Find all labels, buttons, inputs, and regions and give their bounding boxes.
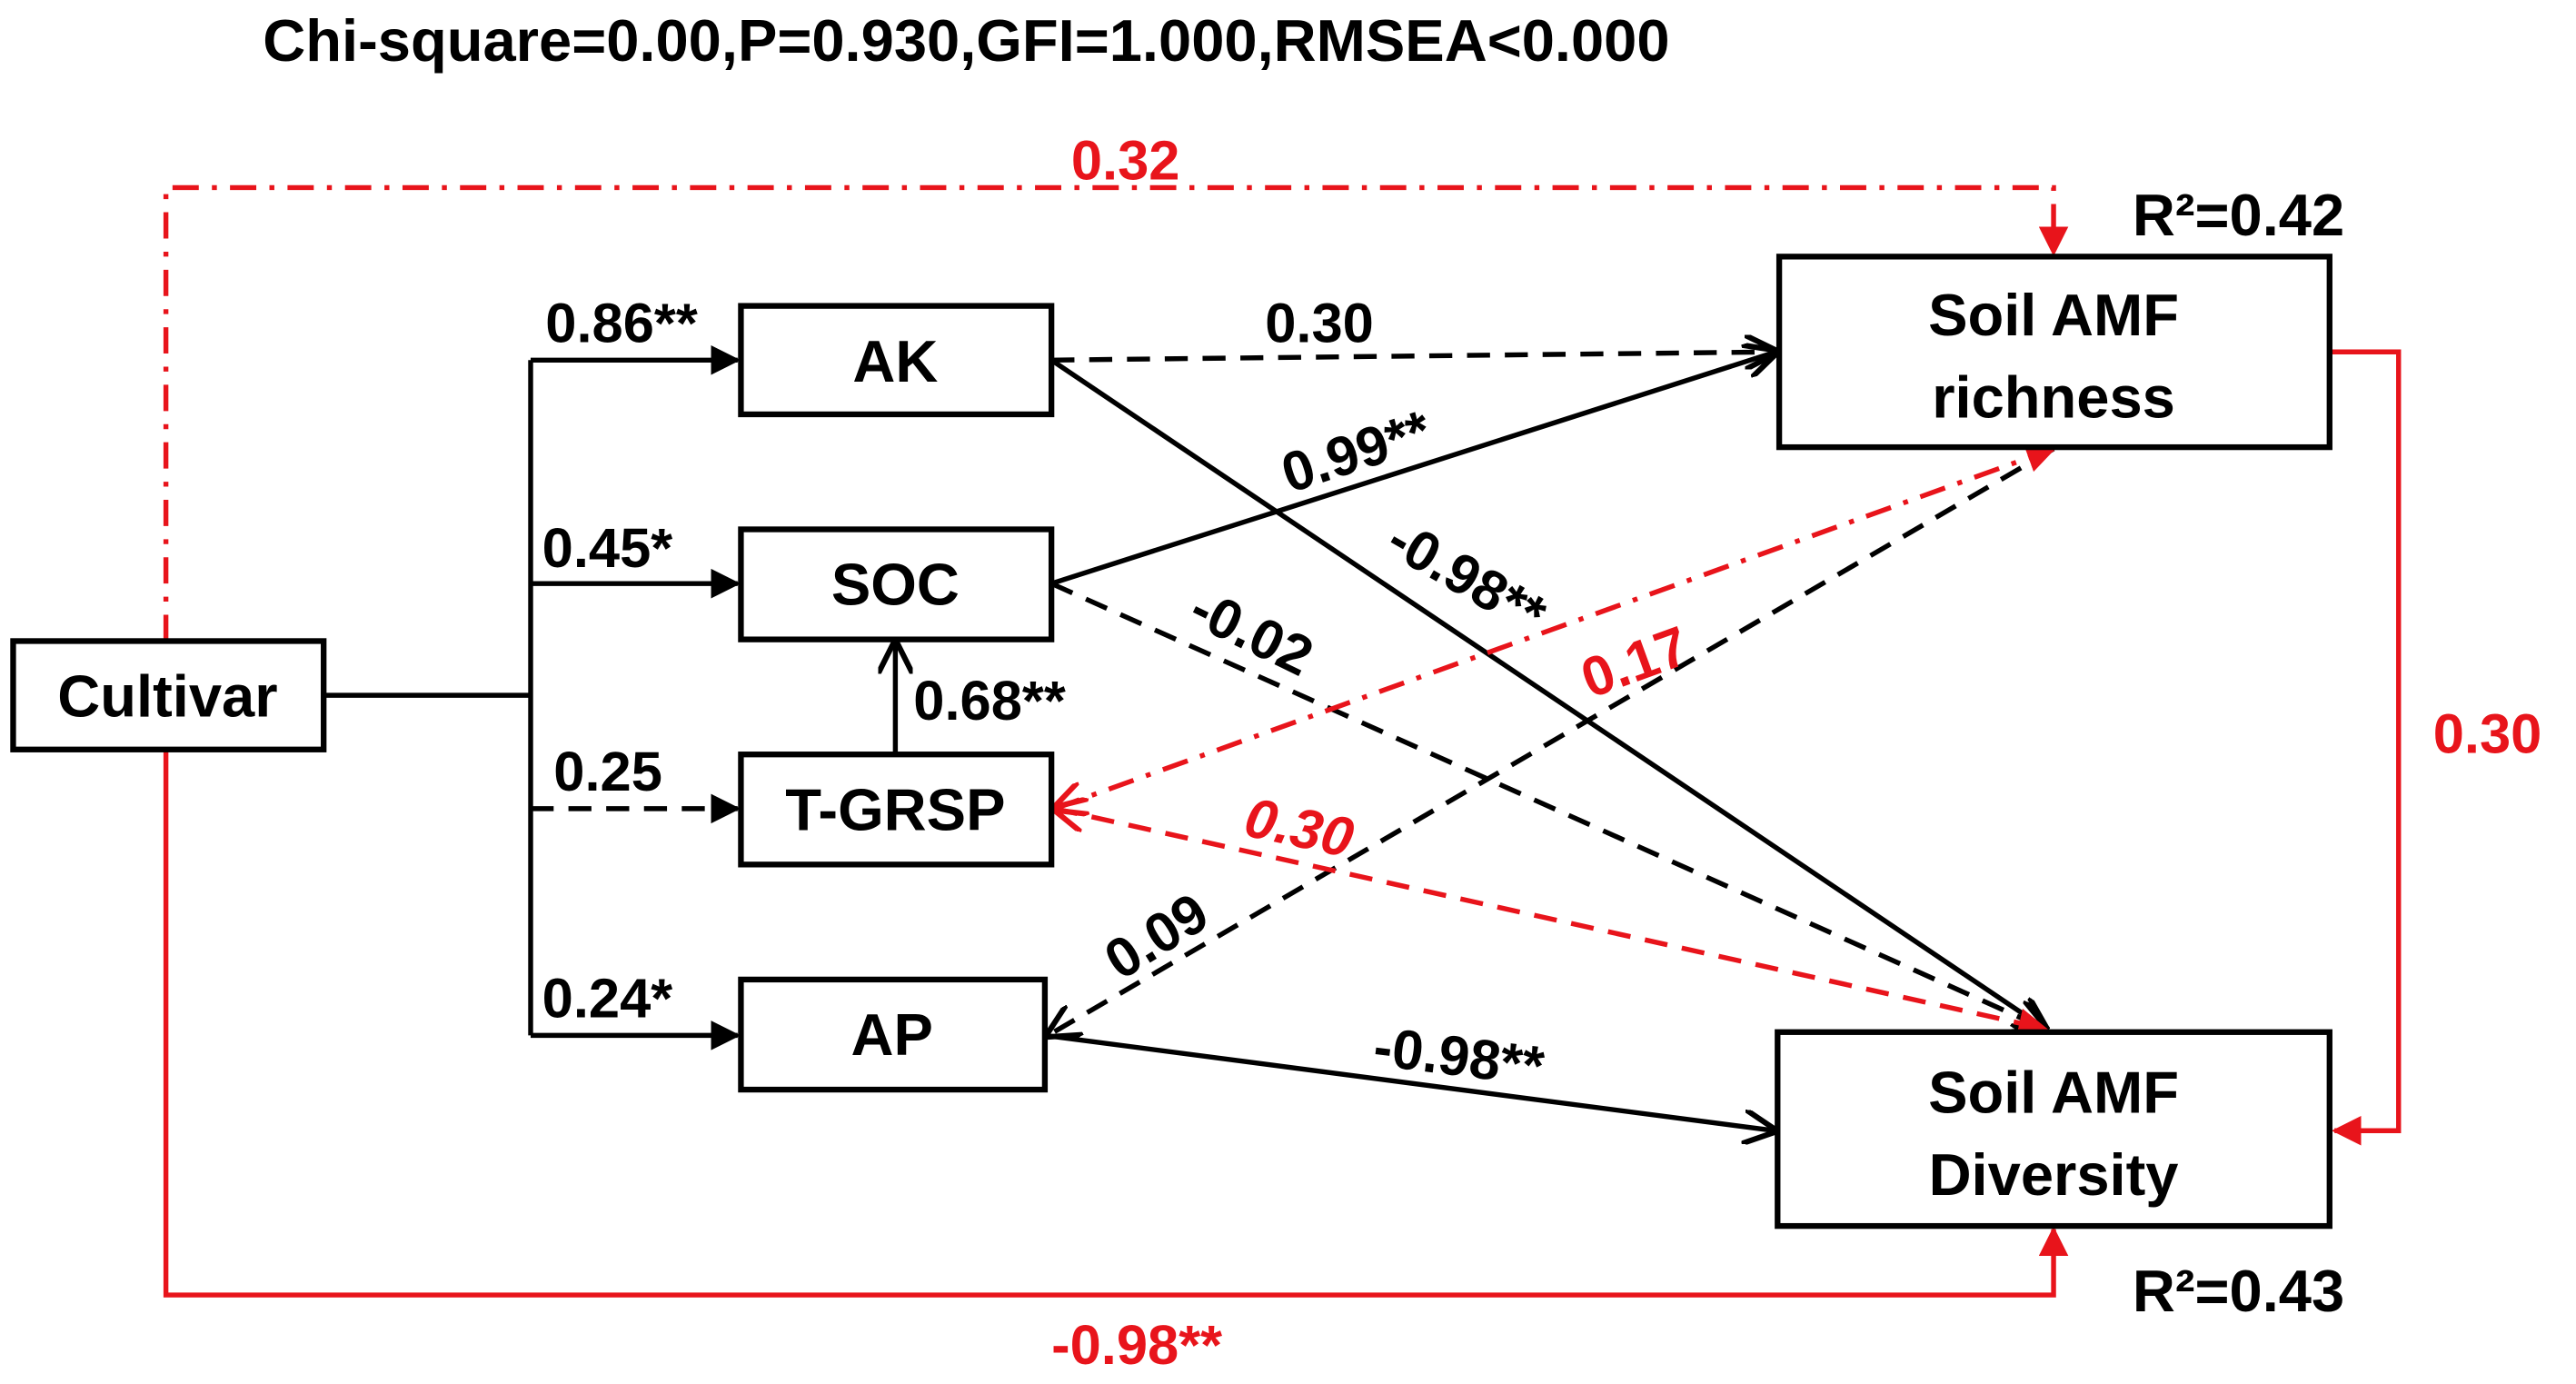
node-tgrsp-label: T-GRSP [785, 776, 1005, 842]
node-richness-line1: Soil AMF [1928, 282, 2179, 348]
node-diversity-line1: Soil AMF [1928, 1059, 2179, 1125]
path-soc-diversity [1050, 581, 2045, 1029]
coef-ap-diversity: -0.98** [1370, 1015, 1547, 1098]
r2-richness: R²=0.42 [2133, 182, 2344, 248]
coef-ak-diversity: -0.98** [1377, 507, 1556, 647]
path-cultivar-diversity [163, 749, 2069, 1298]
coef-richness-diversity: 0.30 [2433, 702, 2542, 765]
coef-soc-diversity: -0.02 [1180, 576, 1322, 688]
model-fit-title: Chi-square=0.00,P=0.930,GFI=1.000,RMSEA<… [263, 7, 1669, 74]
path-cultivar-trunk [323, 360, 533, 1036]
path-ap-diversity [1044, 1032, 1775, 1130]
coef-tgrsp-soc: 0.68** [913, 670, 1066, 732]
node-ak-label: AK [852, 328, 938, 394]
node-tgrsp: T-GRSP [738, 752, 1055, 868]
path-cultivar-richness [163, 184, 2069, 642]
node-ap: AP [738, 976, 1049, 1093]
r2-diversity: R²=0.43 [2133, 1258, 2344, 1324]
node-cultivar: Cultivar [10, 638, 327, 752]
coef-cultivar-ak: 0.86** [545, 292, 698, 354]
node-richness-line2: richness [1932, 364, 2175, 431]
path-ak-richness [1051, 352, 1775, 360]
coef-cultivar-tgrsp: 0.25 [553, 741, 662, 803]
coef-ap-richness: 0.09 [1094, 881, 1219, 992]
coef-cultivar-richness: 0.32 [1071, 129, 1180, 192]
node-ak: AK [738, 303, 1055, 418]
coef-tgrsp-richness: 0.17 [1573, 614, 1696, 711]
node-richness: Soil AMF richness [1775, 254, 2332, 451]
node-diversity-line2: Diversity [1929, 1141, 2179, 1208]
node-soc-label: SOC [831, 552, 960, 618]
coef-cultivar-soc: 0.45* [542, 517, 673, 580]
coef-cultivar-ap: 0.24* [542, 967, 673, 1030]
coef-soc-richness: 0.99** [1274, 399, 1438, 505]
node-cultivar-label: Cultivar [57, 663, 277, 730]
node-soc: SOC [738, 526, 1055, 642]
path-tgrsp-diversity [1055, 809, 2045, 1029]
path-tgrsp-richness [1055, 449, 2054, 809]
node-diversity: Soil AMF Diversity [1775, 1029, 2332, 1230]
coef-tgrsp-diversity: 0.30 [1239, 786, 1358, 870]
path-richness-diversity [2329, 349, 2402, 1146]
coef-ak-richness: 0.30 [1265, 292, 1374, 354]
coef-cultivar-diversity: -0.98** [1051, 1314, 1222, 1377]
node-ap-label: AP [851, 1001, 933, 1068]
